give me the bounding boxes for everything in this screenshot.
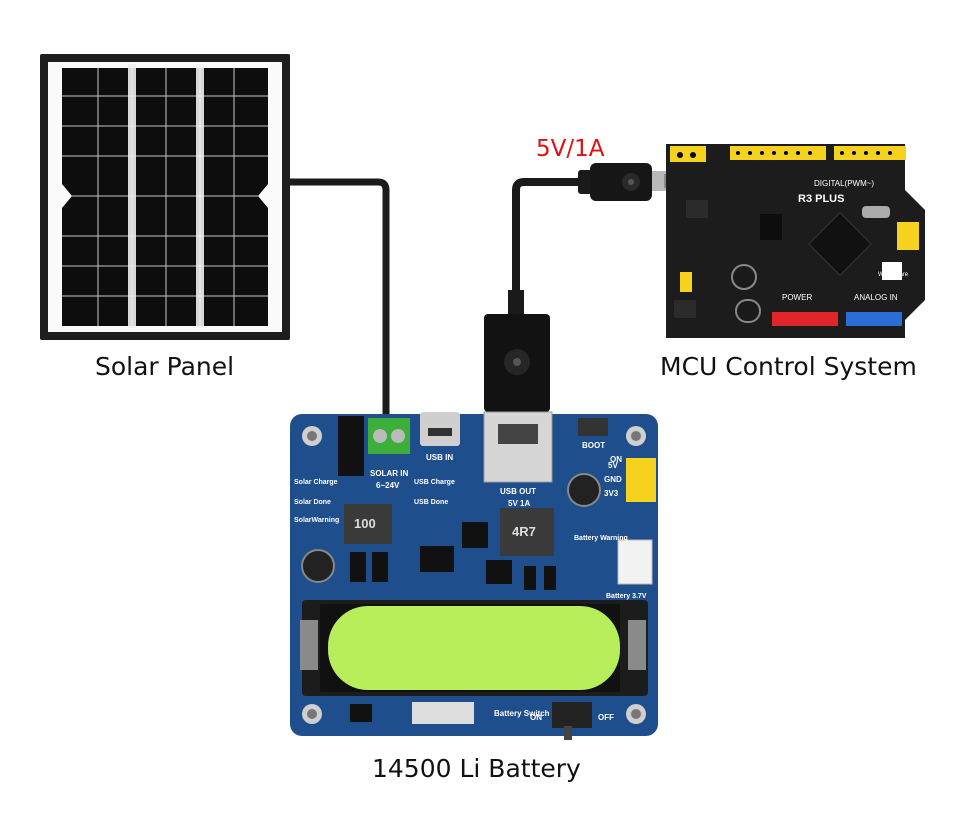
label-switch-off: OFF xyxy=(598,713,614,722)
label-5v: 5V xyxy=(608,461,618,470)
mounting-holes xyxy=(302,426,646,724)
label-usb-out: USB OUT xyxy=(500,487,536,496)
usb-out-port xyxy=(483,411,553,483)
mcu-board: Waveshare DIGITAL(PWM~) R3 PLUS POWER AN… xyxy=(666,144,925,338)
usb-a-plug xyxy=(484,290,550,412)
header-power xyxy=(772,312,838,326)
label-usb-done: USB Done xyxy=(414,499,448,506)
label-gnd: GND xyxy=(604,475,622,484)
solar-terminal xyxy=(368,418,410,454)
label-3v3: 3V3 xyxy=(604,489,619,498)
label-on: ON xyxy=(610,455,622,464)
label-solar-charge: Solar Charge xyxy=(294,479,338,486)
caption-solar-panel: Solar Panel xyxy=(95,352,235,381)
brand-text: Waveshare xyxy=(878,272,909,278)
label-solar-in-range: 6~24V xyxy=(376,481,400,490)
label-switch-on: ON xyxy=(530,713,542,722)
usb-cable xyxy=(512,178,580,295)
label-usb-in: USB IN xyxy=(426,453,453,462)
label-inductor-a: 100 xyxy=(354,516,376,531)
power-board: SOLAR IN 6~24V USB IN USB OUT 5V 1A BOOT… xyxy=(290,411,658,740)
battery-cell xyxy=(328,606,620,690)
label-battery-voltage: Battery 3.7V xyxy=(606,593,647,600)
solar-cable xyxy=(290,178,390,420)
label-boot: BOOT xyxy=(582,441,605,450)
label-usb-charge: USB Charge xyxy=(414,479,455,486)
label-solar-in: SOLAR IN xyxy=(370,469,408,478)
model-label: R3 PLUS xyxy=(798,193,844,205)
label-usb-out-rating: 5V 1A xyxy=(508,499,530,508)
header-analog xyxy=(846,312,902,326)
solar-panel xyxy=(40,54,290,340)
caption-battery: 14500 Li Battery xyxy=(372,754,581,783)
cable-spec-label: 5V/1A xyxy=(536,136,605,162)
label-solar-warning: SolarWarning xyxy=(294,517,339,524)
header-digital xyxy=(670,146,906,162)
power-label: POWER xyxy=(782,293,812,302)
label-solar-done: Solar Done xyxy=(294,499,331,506)
analog-label: ANALOG IN xyxy=(854,293,898,302)
label-battery-warning: Battery Warning xyxy=(574,535,628,542)
caption-mcu: MCU Control System xyxy=(660,352,917,381)
battery-holder xyxy=(300,600,648,696)
label-inductor-b: 4R7 xyxy=(512,524,536,539)
digital-label: DIGITAL(PWM~) xyxy=(814,179,874,188)
usb-micro-plug xyxy=(578,163,672,201)
label-battery-switch: Battery Switch xyxy=(494,709,550,718)
